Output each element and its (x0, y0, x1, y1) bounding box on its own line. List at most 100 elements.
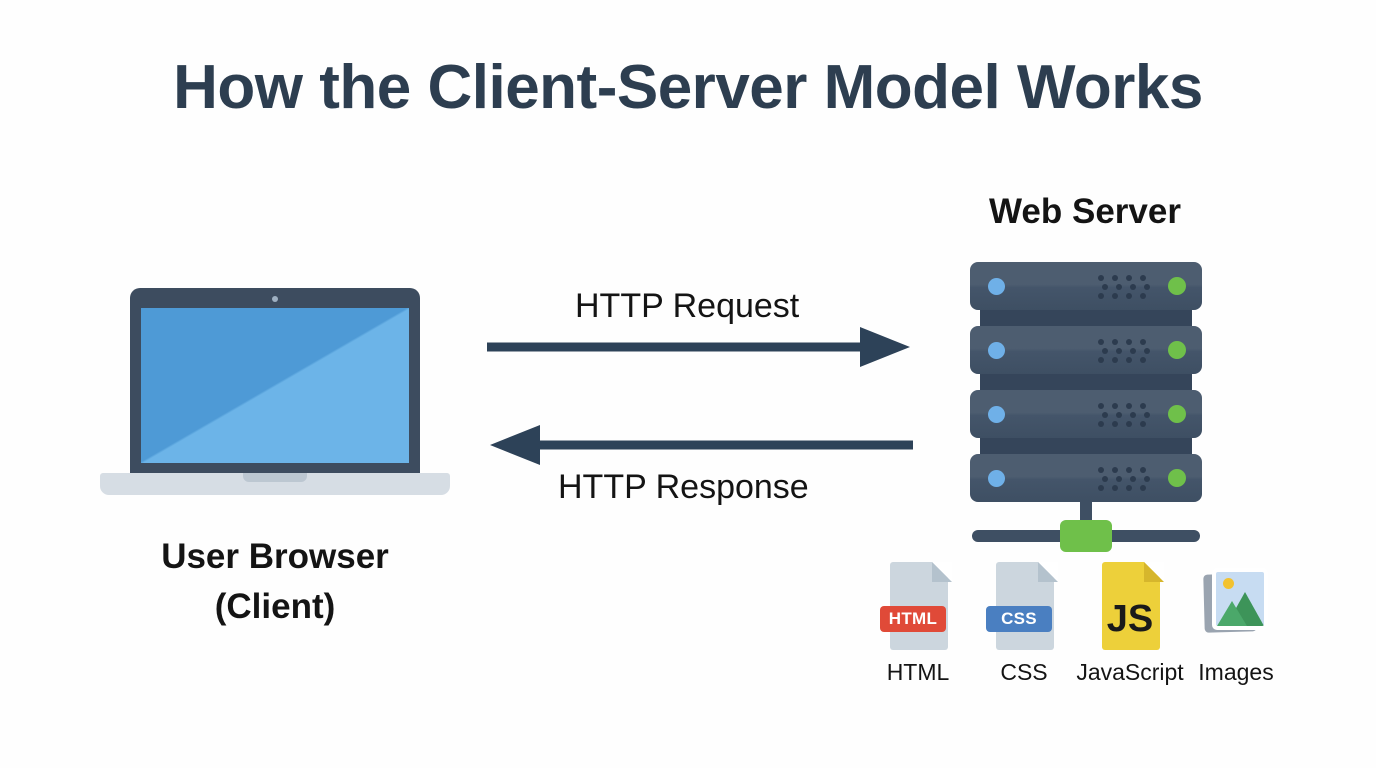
file-html-icon: HTML (880, 562, 952, 650)
vent-dot (1112, 420, 1118, 427)
server-rack-icon (970, 262, 1202, 552)
asset-item-images: Images (1190, 562, 1282, 686)
rack-power-led-icon (988, 470, 1005, 487)
vent-dot (1140, 484, 1146, 491)
http-response-label: HTTP Response (558, 468, 809, 506)
asset-item-html: HTML HTML (872, 562, 964, 686)
vent-dot (1126, 402, 1132, 409)
image-photo (1216, 572, 1264, 626)
mountain-shape (1217, 601, 1247, 626)
file-js-icon: JS (1096, 562, 1164, 650)
file-css-icon: CSS (986, 562, 1058, 650)
rack-unit (970, 390, 1202, 438)
vent-dot (1144, 475, 1150, 482)
file-badge-label: HTML (880, 606, 946, 632)
vent-dot (1126, 338, 1132, 345)
vent-dot (1130, 283, 1136, 290)
rack-vent-grid (1098, 401, 1160, 429)
client-label: User Browser (Client) (100, 532, 450, 631)
vent-dot (1098, 338, 1104, 345)
vent-dot (1126, 292, 1132, 299)
vent-dot (1098, 466, 1104, 473)
asset-item-javascript: JS JavaScript (1076, 562, 1184, 686)
asset-label: CSS (1000, 659, 1048, 685)
asset-label: HTML (886, 659, 950, 685)
image-front-card (1212, 568, 1268, 630)
asset-label: JavaScript (1076, 659, 1184, 685)
vent-dot (1098, 292, 1104, 299)
vent-dot (1130, 475, 1136, 482)
rack-unit (970, 326, 1202, 374)
rack-unit (970, 454, 1202, 502)
vent-dot (1112, 484, 1118, 491)
server-title: Web Server (989, 192, 1181, 231)
laptop-lid (130, 288, 420, 476)
laptop-screen (141, 308, 409, 463)
vent-dot (1098, 402, 1104, 409)
page-title: How the Client-Server Model Works (173, 53, 1203, 122)
vent-dot (1112, 402, 1118, 409)
laptop-webcam-icon (272, 296, 278, 302)
vent-dot (1112, 466, 1118, 473)
rack-spacer (980, 308, 1192, 326)
vent-dot (1140, 356, 1146, 363)
vent-dot (1130, 411, 1136, 418)
vent-dot (1102, 347, 1108, 354)
vent-dot (1140, 420, 1146, 427)
vent-dot (1144, 411, 1150, 418)
rack-vent-grid (1098, 273, 1160, 301)
vent-dot (1126, 484, 1132, 491)
vent-dot (1130, 347, 1136, 354)
rack-power-led-icon (988, 342, 1005, 359)
vent-dot (1116, 411, 1122, 418)
http-request-arrow-icon (487, 327, 910, 367)
vent-dot (1140, 338, 1146, 345)
vent-dot (1098, 356, 1104, 363)
client-label-line2: (Client) (214, 586, 336, 626)
vent-dot (1098, 274, 1104, 281)
vent-dot (1144, 283, 1150, 290)
http-request-label: HTTP Request (575, 287, 800, 325)
image-stack (1203, 568, 1268, 644)
rack-vent-grid (1098, 465, 1160, 493)
rack-vent-grid (1098, 337, 1160, 365)
laptop-trackpad-notch (243, 473, 307, 482)
vent-dot (1102, 475, 1108, 482)
file-badge-label: CSS (986, 606, 1052, 632)
vent-dot (1102, 283, 1108, 290)
vent-dot (1116, 347, 1122, 354)
laptop-base (100, 473, 450, 495)
vent-dot (1140, 274, 1146, 281)
vent-dot (1098, 484, 1104, 491)
http-response-arrow-icon (490, 425, 913, 465)
vent-dot (1126, 356, 1132, 363)
asset-item-css: CSS CSS (978, 562, 1070, 686)
image-stack-icon (1202, 562, 1270, 650)
client-laptop-icon (100, 288, 450, 510)
vent-dot (1140, 292, 1146, 299)
rack-spacer (980, 372, 1192, 390)
vent-dot (1144, 347, 1150, 354)
rack-status-led-icon (1168, 469, 1186, 487)
rack-power-led-icon (988, 406, 1005, 423)
vent-dot (1116, 283, 1122, 290)
vent-dot (1102, 411, 1108, 418)
rack-status-led-icon (1168, 341, 1186, 359)
vent-dot (1098, 420, 1104, 427)
sun-icon (1223, 578, 1234, 589)
laptop-screen-highlight (141, 308, 409, 463)
server-network-connector-icon (1060, 520, 1112, 552)
vent-dot (1116, 475, 1122, 482)
vent-dot (1126, 420, 1132, 427)
rack-unit (970, 262, 1202, 310)
vent-dot (1112, 338, 1118, 345)
rack-status-led-icon (1168, 277, 1186, 295)
rack-status-led-icon (1168, 405, 1186, 423)
asset-label: Images (1198, 659, 1274, 685)
vent-dot (1140, 466, 1146, 473)
vent-dot (1112, 356, 1118, 363)
vent-dot (1112, 274, 1118, 281)
rack-spacer (980, 436, 1192, 454)
rack-power-led-icon (988, 278, 1005, 295)
